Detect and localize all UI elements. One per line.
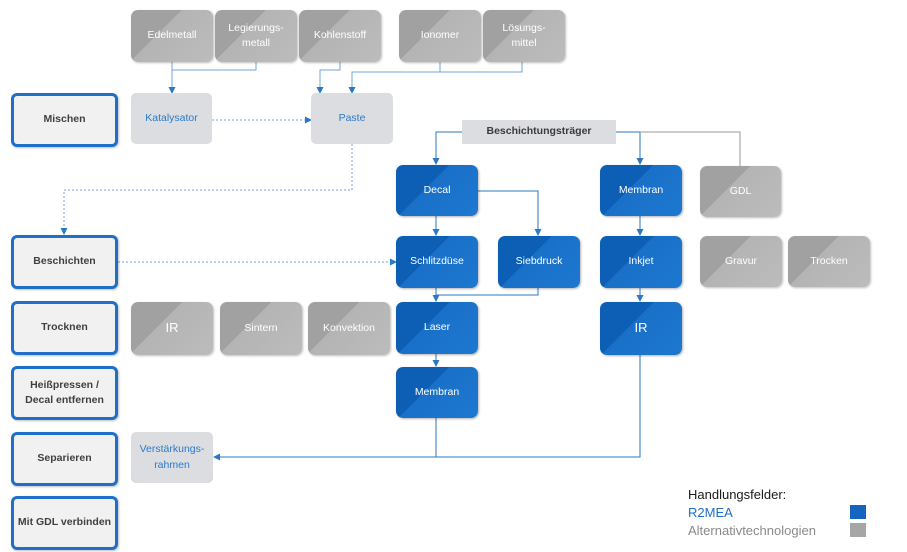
r2mea-siebdruck: Siebdruck: [498, 236, 580, 288]
line-traeger-gdl: [640, 131, 741, 166]
legend-title: Handlungsfelder:: [688, 487, 787, 502]
intermediate-verstaerkungsrahmen: Verstärkungs- rahmen: [131, 432, 213, 483]
arrow-kohlenstoff-paste: [316, 62, 341, 94]
arrow-ionomer-paste: [439, 62, 523, 73]
r2mea-ir: IR: [600, 302, 682, 355]
step-heisspressen: Heißpressen / Decal entfernen: [11, 366, 118, 420]
arrow-decal-siebdruck: [478, 190, 542, 236]
arrow-legierungsmetall-katalysator: [168, 62, 257, 94]
alt-sintern: Sintern: [220, 302, 302, 355]
arrow-traeger-decal: [432, 131, 462, 165]
r2mea-membran-top: Membran: [600, 165, 682, 216]
arrow-paste-beschichten: [60, 144, 353, 235]
arrow-loesungsmittel-paste: [348, 71, 440, 94]
alt-konvektion: Konvektion: [308, 302, 390, 355]
legend-alternativ-label: Alternativtechnologien: [688, 523, 816, 538]
r2mea-laser: Laser: [396, 302, 478, 354]
r2mea-schlitzduese: Schlitzdüse: [396, 236, 478, 288]
intermediate-katalysator: Katalysator: [131, 93, 212, 144]
step-trocknen: Trocknen: [11, 301, 118, 355]
step-mischen: Mischen: [11, 93, 118, 147]
step-beschichten: Beschichten: [11, 235, 118, 289]
intermediate-paste: Paste: [311, 93, 393, 144]
material-kohlenstoff: Kohlenstoff: [299, 10, 381, 62]
alt-ir: IR: [131, 302, 213, 355]
material-edelmetall: Edelmetall: [131, 10, 213, 62]
r2mea-decal: Decal: [396, 165, 478, 216]
legend: Handlungsfelder: R2MEA Alternativtechnol…: [688, 486, 816, 540]
legend-r2mea-swatch: [850, 505, 866, 519]
material-loesungsmittel: Lösungs- mittel: [483, 10, 565, 62]
r2mea-inkjet: Inkjet: [600, 236, 682, 288]
step-separieren: Separieren: [11, 432, 118, 486]
r2mea-membran-bottom: Membran: [396, 367, 478, 418]
carrier-header: Beschichtungsträger: [462, 120, 616, 144]
legend-r2mea-label: R2MEA: [688, 505, 733, 520]
alt-gdl: GDL: [700, 166, 781, 217]
legend-alternativ-swatch: [850, 523, 866, 537]
arrow-edelmetall-katalysator: [171, 62, 256, 71]
line-siebdruck-laser: [436, 288, 539, 296]
alt-trocken: Trocken: [788, 236, 870, 287]
material-ionomer: Ionomer: [399, 10, 481, 62]
step-gdl-verbinden: Mit GDL verbinden: [11, 496, 118, 550]
arrow-traeger-membran: [616, 131, 644, 165]
material-legierungsmetall: Legierungs- metall: [215, 10, 297, 62]
alt-gravur: Gravur: [700, 236, 782, 287]
